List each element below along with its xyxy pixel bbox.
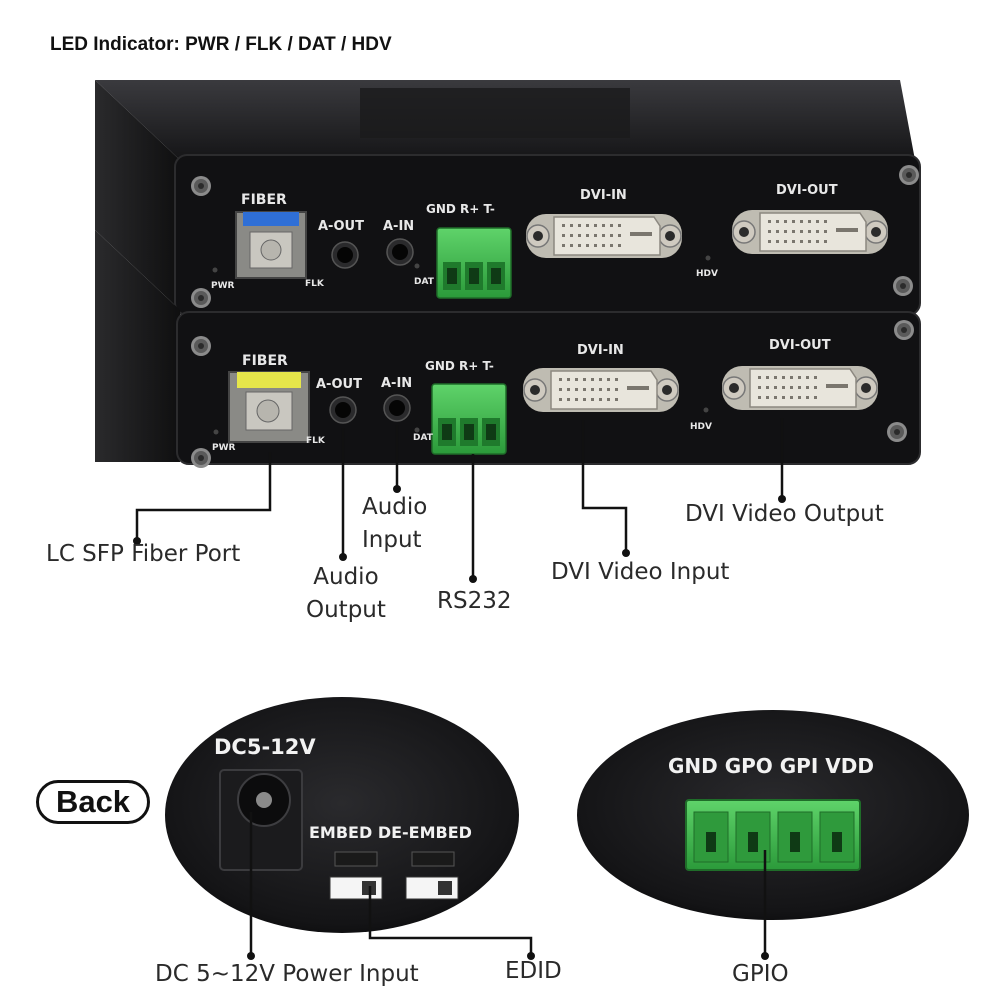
bottom-unit [95, 230, 921, 468]
edid-switch-deembed-cover [411, 851, 455, 867]
callout-leaders-top [135, 418, 784, 578]
dat-led-icon [414, 427, 420, 433]
top-unit-labels: FIBER A-OUT A-IN GND R+ T- DVI-IN DVI-OU… [211, 183, 838, 291]
callout-lc-sfp-fiber-port: LC SFP Fiber Port [46, 541, 241, 567]
a-in-label: A-IN [381, 376, 412, 391]
gpio-terminal-icon [685, 799, 861, 871]
edid-switch-embed-cover [334, 851, 378, 867]
hdv-led-icon [703, 407, 709, 413]
edid-switch-deembed-knob [438, 881, 452, 895]
leader-dot [527, 952, 535, 960]
callout-audio-input-line2: Input [362, 527, 422, 553]
a-in-label: A-IN [383, 219, 414, 234]
screw-icon [893, 276, 913, 296]
callout-dvi-video-input: DVI Video Input [551, 559, 730, 585]
audio-input-jack-icon [383, 394, 411, 422]
back-power-bubble: DC5-12V EMBED DE-EMBED [165, 697, 519, 933]
led-indicator-title: LED Indicator: PWR / FLK / DAT / HDV [50, 34, 392, 55]
screw-icon [191, 448, 211, 468]
callout-audio-input: Audio Input [362, 491, 427, 557]
callout-rs232: RS232 [437, 588, 512, 614]
pwr-label: PWR [212, 443, 236, 453]
leader-dot [133, 537, 141, 545]
dc-jack-pin [256, 792, 272, 808]
sfp-port-bottom [228, 371, 310, 443]
top-unit [95, 80, 921, 316]
callout-leaders-back [249, 812, 767, 955]
screw-icon [887, 422, 907, 442]
callout-dc-power-input: DC 5~12V Power Input [155, 961, 419, 987]
rs232-pin-label: GND R+ T- [426, 202, 495, 216]
a-out-label: A-OUT [316, 377, 362, 392]
callout-dots-top [133, 485, 786, 583]
flk-label: FLK [305, 279, 325, 289]
dat-label: DAT [413, 433, 434, 443]
dvi-out-port-icon [731, 209, 889, 255]
dvi-in-port-icon [525, 213, 683, 259]
dc-power-label: DC5-12V [214, 735, 316, 759]
dvi-in-port-icon [522, 367, 680, 413]
bottom-unit-labels: FIBER A-OUT A-IN GND R+ T- DVI-IN DVI-OU… [212, 338, 831, 453]
dvi-out-port-icon [721, 365, 879, 411]
top-unit-side [95, 80, 180, 310]
dat-led-icon [414, 263, 420, 269]
sfp-port-top [235, 211, 307, 279]
screw-icon [899, 165, 919, 185]
callout-audio-output: Audio Output [306, 561, 386, 627]
callout-audio-input-line1: Audio [362, 494, 428, 520]
gpio-pin-labels: GND GPO GPI VDD [668, 754, 874, 778]
screw-icon [191, 336, 211, 356]
hdv-label: HDV [696, 269, 718, 279]
leader-dot [393, 485, 401, 493]
audio-input-jack-icon [386, 238, 414, 266]
top-unit-label-area [360, 88, 630, 138]
callout-dvi-video-output: DVI Video Output [685, 501, 884, 527]
leader-dvi-input [581, 420, 628, 552]
fiber-label: FIBER [241, 192, 287, 208]
callout-gpio: GPIO [732, 961, 789, 987]
leader-dot [761, 952, 769, 960]
callout-edid: EDID [505, 958, 562, 984]
flk-label: FLK [306, 436, 326, 446]
back-gpio-bubble: GND GPO GPI VDD [577, 710, 969, 920]
hdv-label: HDV [690, 422, 712, 432]
dvi-in-label: DVI-IN [577, 343, 624, 358]
rs232-terminal-icon [436, 227, 512, 299]
callout-audio-output-line2: Output [306, 597, 386, 623]
callout-dots-back [247, 952, 769, 960]
leader-lc-sfp [135, 452, 272, 540]
rs232-terminal-icon [431, 383, 507, 455]
dvi-out-label: DVI-OUT [769, 338, 831, 353]
screw-icon [191, 176, 211, 196]
switch-labels: EMBED DE-EMBED [309, 823, 472, 842]
screw-icon [191, 288, 211, 308]
dat-label: DAT [414, 277, 435, 287]
dvi-out-label: DVI-OUT [776, 183, 838, 198]
fiber-label: FIBER [242, 353, 288, 369]
screw-icon [894, 320, 914, 340]
callout-audio-output-line1: Audio [313, 564, 379, 590]
back-label: Back [36, 780, 150, 824]
leader-dot [247, 952, 255, 960]
leader-dot [469, 575, 477, 583]
bottom-unit-side [95, 230, 180, 462]
a-out-label: A-OUT [318, 219, 364, 234]
audio-output-jack-icon [329, 396, 357, 424]
rs232-pin-label: GND R+ T- [425, 359, 494, 373]
leader-edid [368, 886, 533, 955]
dvi-in-label: DVI-IN [580, 188, 627, 203]
pwr-led-icon [212, 267, 218, 273]
pwr-led-icon [213, 429, 219, 435]
audio-output-jack-icon [331, 241, 359, 269]
pwr-label: PWR [211, 281, 235, 291]
leader-dot [622, 549, 630, 557]
leader-dot [778, 495, 786, 503]
leader-dot [339, 553, 347, 561]
hdv-led-icon [705, 255, 711, 261]
